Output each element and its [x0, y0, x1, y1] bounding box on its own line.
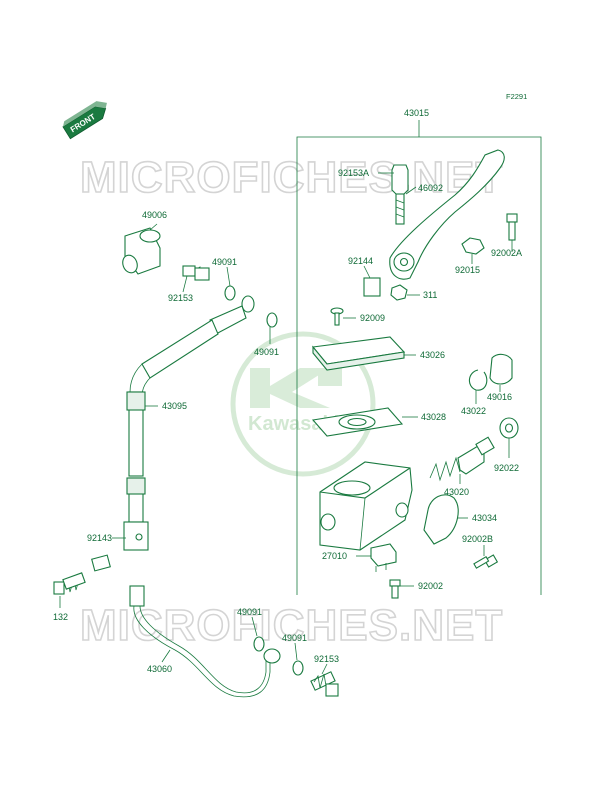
washer-49091-d-drawing [292, 660, 304, 676]
circlip-43022-drawing [468, 369, 488, 391]
washer-49091-b-drawing [266, 312, 278, 328]
part-label: 92153 [168, 293, 193, 303]
piston-43020-drawing [429, 436, 495, 482]
part-label: 92002 [418, 581, 443, 591]
part-label: 92143 [87, 533, 112, 543]
part-label: 43028 [421, 412, 446, 422]
part-label: 92009 [360, 313, 385, 323]
part-label: 43060 [147, 664, 172, 674]
bolt-92153a-drawing [391, 164, 409, 225]
part-label: 43026 [420, 350, 445, 360]
brake-pipe-43060-drawing [129, 585, 281, 698]
screw-92009-drawing [330, 307, 344, 326]
part-label: 49016 [487, 392, 512, 402]
part-label: 311 [423, 290, 437, 300]
part-label: 49091 [212, 257, 237, 267]
part-label: 46092 [418, 183, 443, 193]
part-label: 49091 [282, 633, 307, 643]
part-label: 43022 [461, 406, 486, 416]
bolt-92002b-drawing [473, 554, 499, 569]
part-label: 43015 [404, 108, 429, 118]
part-label: 49006 [142, 210, 167, 220]
part-label: 43034 [472, 513, 497, 523]
part-label: 49091 [237, 607, 262, 617]
part-labels: 43015 92153A 46092 92002A 92015 49006 49… [53, 108, 522, 674]
spring-92144-drawing [363, 277, 381, 297]
diaphragm-43028-drawing [311, 407, 404, 437]
switch-27010-drawing [370, 543, 397, 572]
part-label: 132 [53, 612, 68, 622]
washer-49091-c-drawing [253, 636, 265, 652]
logo-brand-text: Kawasaki [248, 413, 339, 435]
part-label: 92153 [314, 654, 339, 664]
master-cylinder-body-drawing [319, 461, 413, 551]
banjo-bolt-92153-lower-drawing [310, 671, 339, 697]
washer-49091-a-drawing [224, 285, 236, 301]
bolt-92002a-drawing [506, 213, 518, 241]
nut-311-drawing [390, 284, 408, 301]
boot-49016-drawing [489, 353, 513, 385]
brake-hose-43095-drawing [123, 295, 255, 551]
part-label: 92022 [494, 463, 519, 473]
part-label: 43095 [162, 401, 187, 411]
lever-46092-drawing [389, 149, 505, 280]
leader-lines [59, 172, 513, 675]
clamp-43034-drawing [423, 494, 459, 545]
part-label: 27010 [322, 551, 347, 561]
figure-code: F2291 [506, 92, 527, 101]
part-label: 92153A [338, 168, 369, 178]
part-label: 92002B [462, 534, 493, 544]
kawasaki-logo: Kawasaki [230, 331, 376, 477]
part-label: 92002A [491, 248, 522, 258]
part-label: 49091 [254, 347, 279, 357]
nut-92015-drawing [461, 237, 485, 255]
watermark-top: MICROFICHES.NET [80, 153, 503, 202]
part-label: 92144 [348, 256, 373, 266]
washer-92022-drawing [499, 417, 519, 439]
part-label: 43020 [444, 487, 469, 497]
cap-49006-drawing [122, 227, 161, 275]
screw-92002-drawing [389, 579, 401, 599]
bolt-132-drawing [53, 572, 86, 595]
collar-92143-drawing [91, 554, 111, 572]
banjo-bolt-92153-upper-drawing [182, 265, 210, 281]
part-label: 92015 [455, 265, 480, 275]
front-direction-tag: FRONT [62, 101, 107, 140]
